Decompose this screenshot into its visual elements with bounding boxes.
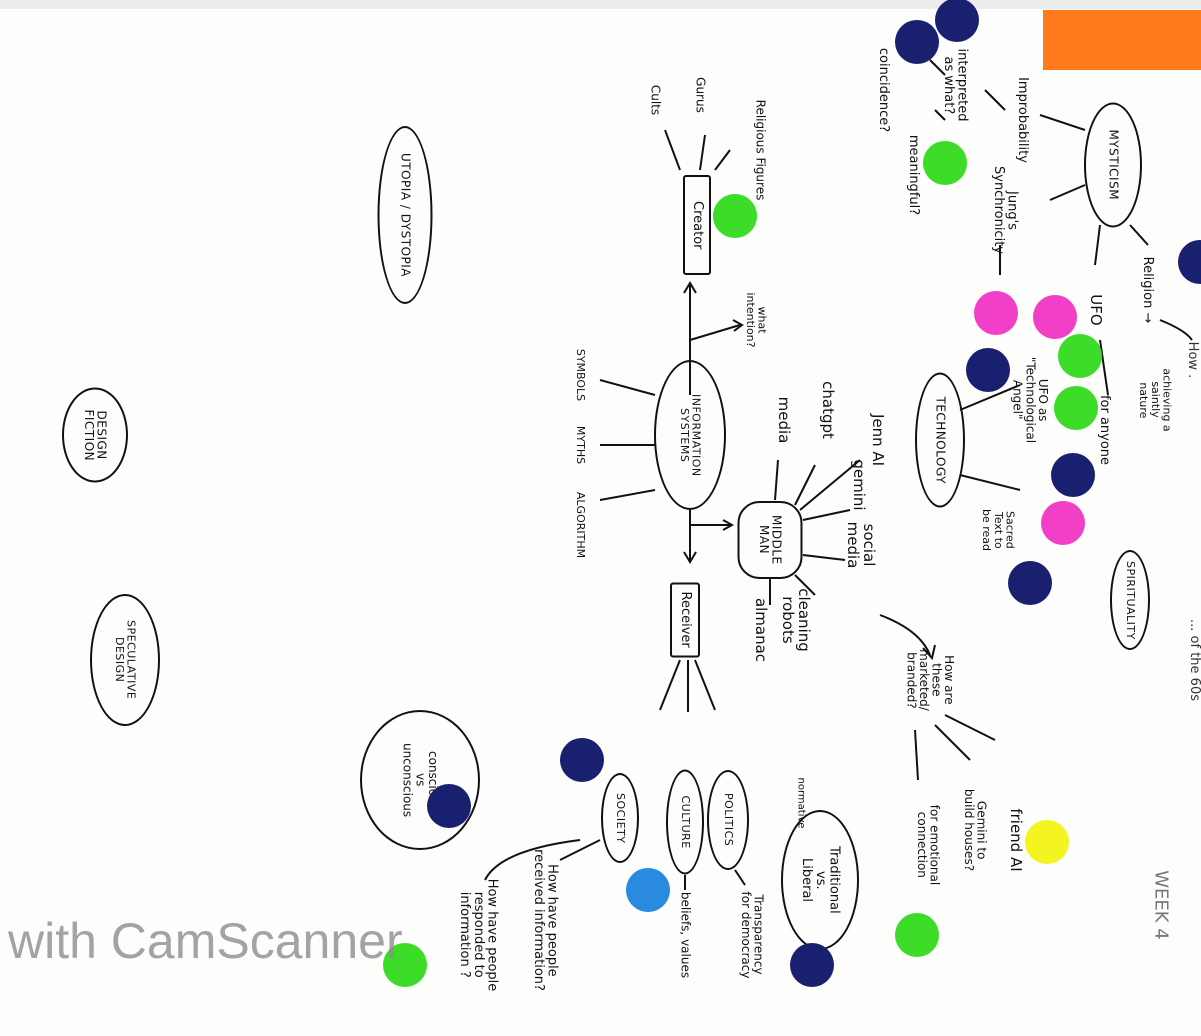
green-dot-sticker bbox=[923, 141, 967, 185]
responded-information-text: How have people responded to information… bbox=[457, 878, 500, 992]
navy-dot-sticker bbox=[790, 943, 834, 987]
gemini-houses-text: Gemini to build houses? bbox=[962, 788, 989, 872]
cut-off-text-films: ... of the 60s bbox=[1186, 619, 1201, 701]
information-systems-node: INFORMATION SYSTEMS bbox=[654, 360, 726, 510]
design-fiction-node: DESIGN FICTION bbox=[62, 387, 128, 483]
magenta-dot-sticker bbox=[1033, 295, 1077, 339]
navy-dot-sticker bbox=[1178, 240, 1201, 284]
normative-text: normative bbox=[795, 777, 807, 829]
improbability-text: Improbability bbox=[1014, 77, 1030, 163]
ufo-angel-text: UFO as "Technological Angel" bbox=[1010, 356, 1050, 444]
cults-text: Cults bbox=[648, 84, 663, 116]
green-dot-sticker bbox=[713, 194, 757, 238]
magenta-dot-sticker bbox=[974, 291, 1018, 335]
navy-dot-sticker bbox=[1008, 561, 1052, 605]
beliefs-values-text: beliefs, values bbox=[678, 891, 693, 979]
politics-node: POLITICS bbox=[707, 770, 749, 870]
conscious-unconscious-node: conscious vs unconscious bbox=[360, 710, 480, 850]
technology-node: TECHNOLOGY bbox=[915, 372, 965, 508]
gurus-text: Gurus bbox=[693, 77, 708, 113]
transparency-text: Transparency for democracy bbox=[739, 891, 766, 979]
what-intention-text: what intention? bbox=[744, 292, 769, 348]
religious-figures-text: Religious Figures bbox=[753, 99, 768, 201]
jenn-ai-text: Jenn AI bbox=[868, 413, 887, 467]
green-dot-sticker bbox=[383, 943, 427, 987]
orange-sticky-note bbox=[1043, 10, 1201, 70]
saintly-text: achieving a saintly nature bbox=[1137, 368, 1174, 432]
spirituality-node: SPIRITUALITY bbox=[1110, 550, 1150, 650]
cut-off-text-how: How . bbox=[1184, 341, 1200, 379]
green-dot-sticker bbox=[895, 913, 939, 957]
algorithm-text: ALGORITHM bbox=[573, 491, 587, 559]
magenta-dot-sticker bbox=[1041, 501, 1085, 545]
ufo-text: UFO bbox=[1086, 294, 1105, 326]
mysticism-node: MYSTICISM bbox=[1084, 102, 1142, 228]
scan-edge bbox=[0, 0, 1201, 9]
cleaning-robots-text: cleaning robots bbox=[779, 588, 813, 652]
yellow-dot-sticker bbox=[1025, 820, 1069, 864]
myths-text: MYTHS bbox=[573, 425, 587, 465]
received-information-text: How have people received information? bbox=[531, 849, 560, 991]
traditional-liberal-node: Traditional vs. Liberal bbox=[781, 810, 859, 950]
symbols-text: SYMBOLS bbox=[573, 348, 587, 402]
society-node: SOCIETY bbox=[601, 773, 639, 863]
sacred-text: Sacred Text to be read bbox=[980, 508, 1017, 552]
creator-node: Creator bbox=[683, 175, 711, 275]
coincidence-text: coincidence? bbox=[875, 47, 891, 133]
navy-dot-sticker bbox=[895, 20, 939, 64]
interpreted-text: interpreted as what? bbox=[941, 48, 970, 122]
mysticism-label: MYSTICISM bbox=[1106, 129, 1121, 201]
culture-node: CULTURE bbox=[666, 769, 704, 875]
speculative-design-node: SPECULATIVE DESIGN bbox=[90, 594, 160, 726]
chatgpt-text: chatgpt bbox=[818, 381, 837, 439]
emotional-connection-text: for emotional connection bbox=[915, 804, 942, 886]
social-media-text: social media bbox=[844, 521, 878, 569]
navy-dot-sticker bbox=[935, 0, 979, 42]
religion-text: Religion → bbox=[1139, 256, 1155, 324]
almanac-text: almanac bbox=[751, 597, 770, 663]
camscanner-watermark: with CamScanner bbox=[8, 913, 403, 969]
meaningful-text: meaningful? bbox=[905, 134, 921, 216]
friend-ai-text: friend AI bbox=[1006, 808, 1025, 872]
navy-dot-sticker bbox=[560, 738, 604, 782]
navy-dot-sticker bbox=[427, 784, 471, 828]
for-anyone-text: for anyone bbox=[1096, 394, 1112, 466]
week-label: WEEK 4 bbox=[1150, 870, 1172, 940]
green-dot-sticker bbox=[1058, 334, 1102, 378]
marketed-question-text: How are these marketed/ branded? bbox=[904, 649, 957, 711]
green-dot-sticker bbox=[1054, 386, 1098, 430]
middle-man-node: MIDDLE MAN bbox=[737, 501, 803, 579]
gemini-text: gemini bbox=[849, 459, 868, 511]
light-blue-dot-sticker bbox=[626, 868, 670, 912]
media-text: media bbox=[774, 396, 793, 444]
navy-dot-sticker bbox=[966, 348, 1010, 392]
receiver-node: Receiver bbox=[670, 582, 700, 658]
jungs-synchronicity-text: Jung's Synchronicity bbox=[991, 166, 1020, 254]
utopia-dystopia-node: UTOPIA / DYSTOPIA bbox=[377, 126, 433, 304]
navy-dot-sticker bbox=[1051, 453, 1095, 497]
